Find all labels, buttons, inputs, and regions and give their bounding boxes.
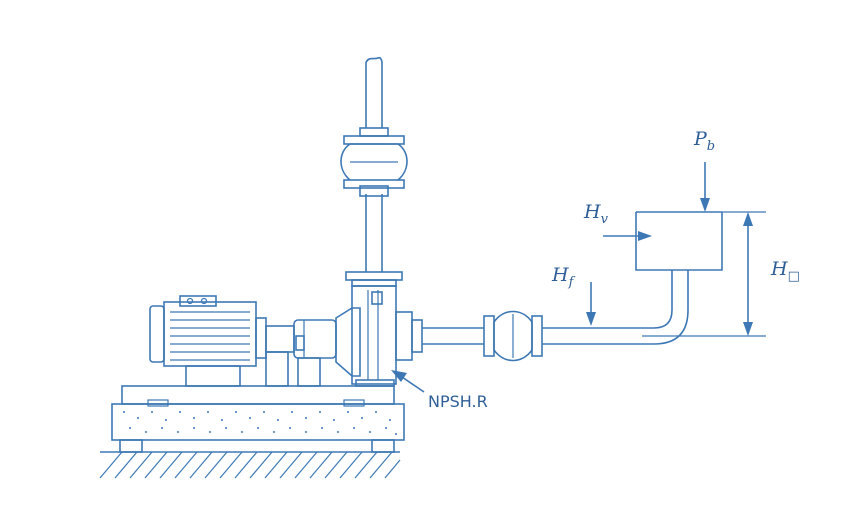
hf-arrow	[586, 282, 596, 326]
hz-label-sub: □	[787, 268, 800, 284]
ground	[99, 451, 401, 479]
hv-label: Hv	[584, 203, 608, 226]
base-feet	[119, 439, 395, 453]
pump-casing	[335, 285, 397, 387]
hv-label-main: H	[584, 201, 601, 223]
pb-label-sub: b	[706, 138, 716, 154]
hz-label: H□	[771, 260, 800, 283]
tank	[635, 211, 723, 271]
foundation	[111, 403, 405, 441]
hz-label-main: H	[771, 258, 788, 280]
height-dimension	[642, 211, 766, 337]
hf-label-sub: f	[568, 274, 574, 290]
pb-arrow	[700, 162, 710, 212]
npsh-label: NPSH.R	[428, 392, 488, 411]
pb-label-main: P	[694, 128, 707, 150]
hf-label: Hf	[552, 266, 573, 289]
hv-arrow	[603, 231, 652, 241]
pb-label: Pb	[694, 130, 715, 153]
base-plate	[121, 385, 395, 407]
suction-pipe	[395, 270, 689, 362]
discharge-pipe	[340, 56, 408, 287]
hv-label-sub: v	[600, 211, 608, 227]
motor	[149, 295, 295, 387]
coupling	[293, 319, 337, 387]
npsh-arrow	[391, 370, 425, 393]
hf-label-main: H	[552, 264, 569, 286]
